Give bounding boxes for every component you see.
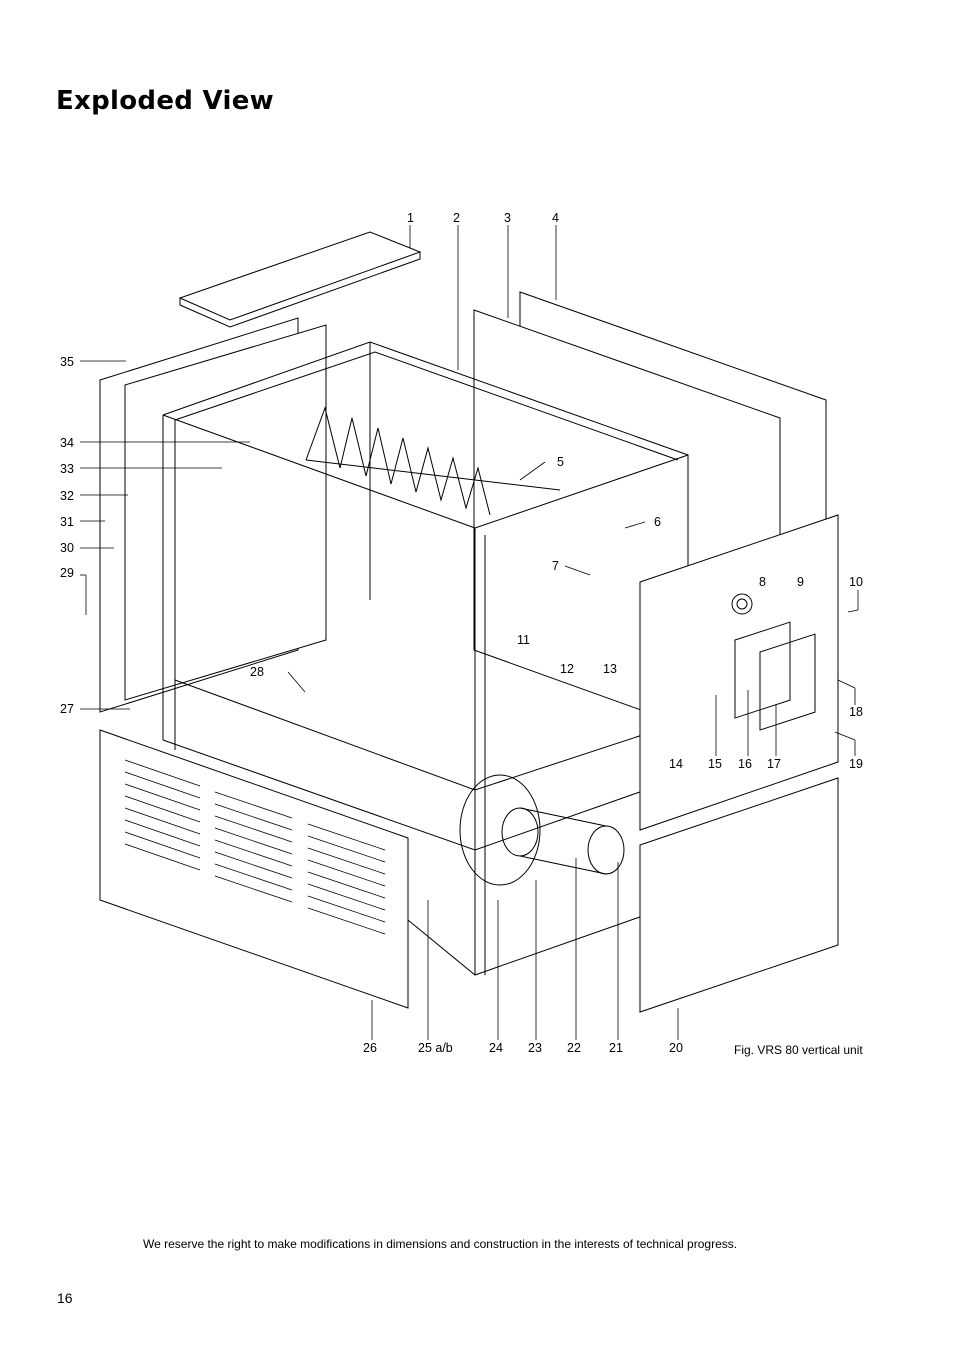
callout-9: 9 — [797, 575, 804, 589]
page-number: 16 — [57, 1290, 73, 1306]
callout-20: 20 — [669, 1041, 683, 1055]
callout-7: 7 — [552, 559, 559, 573]
top-panel — [178, 231, 422, 321]
callout-6: 6 — [654, 515, 661, 529]
front-grille-panel — [99, 729, 409, 1009]
callout-13: 13 — [603, 662, 617, 676]
callout-33: 33 — [60, 462, 74, 476]
callout-23: 23 — [528, 1041, 542, 1055]
callout-29: 29 — [60, 566, 74, 580]
callout-12: 12 — [560, 662, 574, 676]
filter-bellows — [305, 406, 561, 516]
callout-32: 32 — [60, 489, 74, 503]
callout-28: 28 — [250, 665, 264, 679]
callout-8: 8 — [759, 575, 766, 589]
callout-22: 22 — [567, 1041, 581, 1055]
callout-27: 27 — [60, 702, 74, 716]
callout-31: 31 — [60, 515, 74, 529]
leader-lines — [80, 225, 859, 1040]
callout-35: 35 — [60, 355, 74, 369]
frame — [162, 341, 689, 976]
grille-slots — [124, 759, 386, 935]
washer-8 — [731, 593, 753, 615]
callout-19: 19 — [849, 757, 863, 771]
right-panel — [639, 514, 839, 831]
callout-26: 26 — [363, 1041, 377, 1055]
callout-21: 21 — [609, 1041, 623, 1055]
callout-15: 15 — [708, 757, 722, 771]
callout-18: 18 — [849, 705, 863, 719]
callout-11: 11 — [517, 633, 530, 647]
callout-17: 17 — [767, 757, 781, 771]
callout-34: 34 — [60, 436, 74, 450]
page-title: Exploded View — [56, 86, 274, 116]
callout-10: 10 — [849, 575, 863, 589]
pulley-right — [587, 825, 625, 875]
callout-16: 16 — [738, 757, 752, 771]
lower-right-panel — [639, 777, 839, 1013]
callout-25ab: 25 a/b — [418, 1041, 453, 1055]
callout-30: 30 — [60, 541, 74, 555]
flange-17 — [759, 633, 816, 731]
callout-14: 14 — [669, 757, 683, 771]
footnote: We reserve the right to make modificatio… — [143, 1237, 738, 1251]
callout-1: 1 — [407, 211, 414, 225]
flange-16 — [734, 621, 791, 719]
pulley-left — [501, 807, 539, 857]
figure-caption: Fig. VRS 80 vertical unit — [734, 1043, 863, 1057]
callout-2: 2 — [453, 211, 460, 225]
fan-housing — [459, 774, 541, 886]
callout-4: 4 — [552, 211, 559, 225]
left-panel-inner — [124, 324, 327, 701]
callout-3: 3 — [504, 211, 511, 225]
callout-5: 5 — [557, 455, 564, 469]
callout-24: 24 — [489, 1041, 503, 1055]
